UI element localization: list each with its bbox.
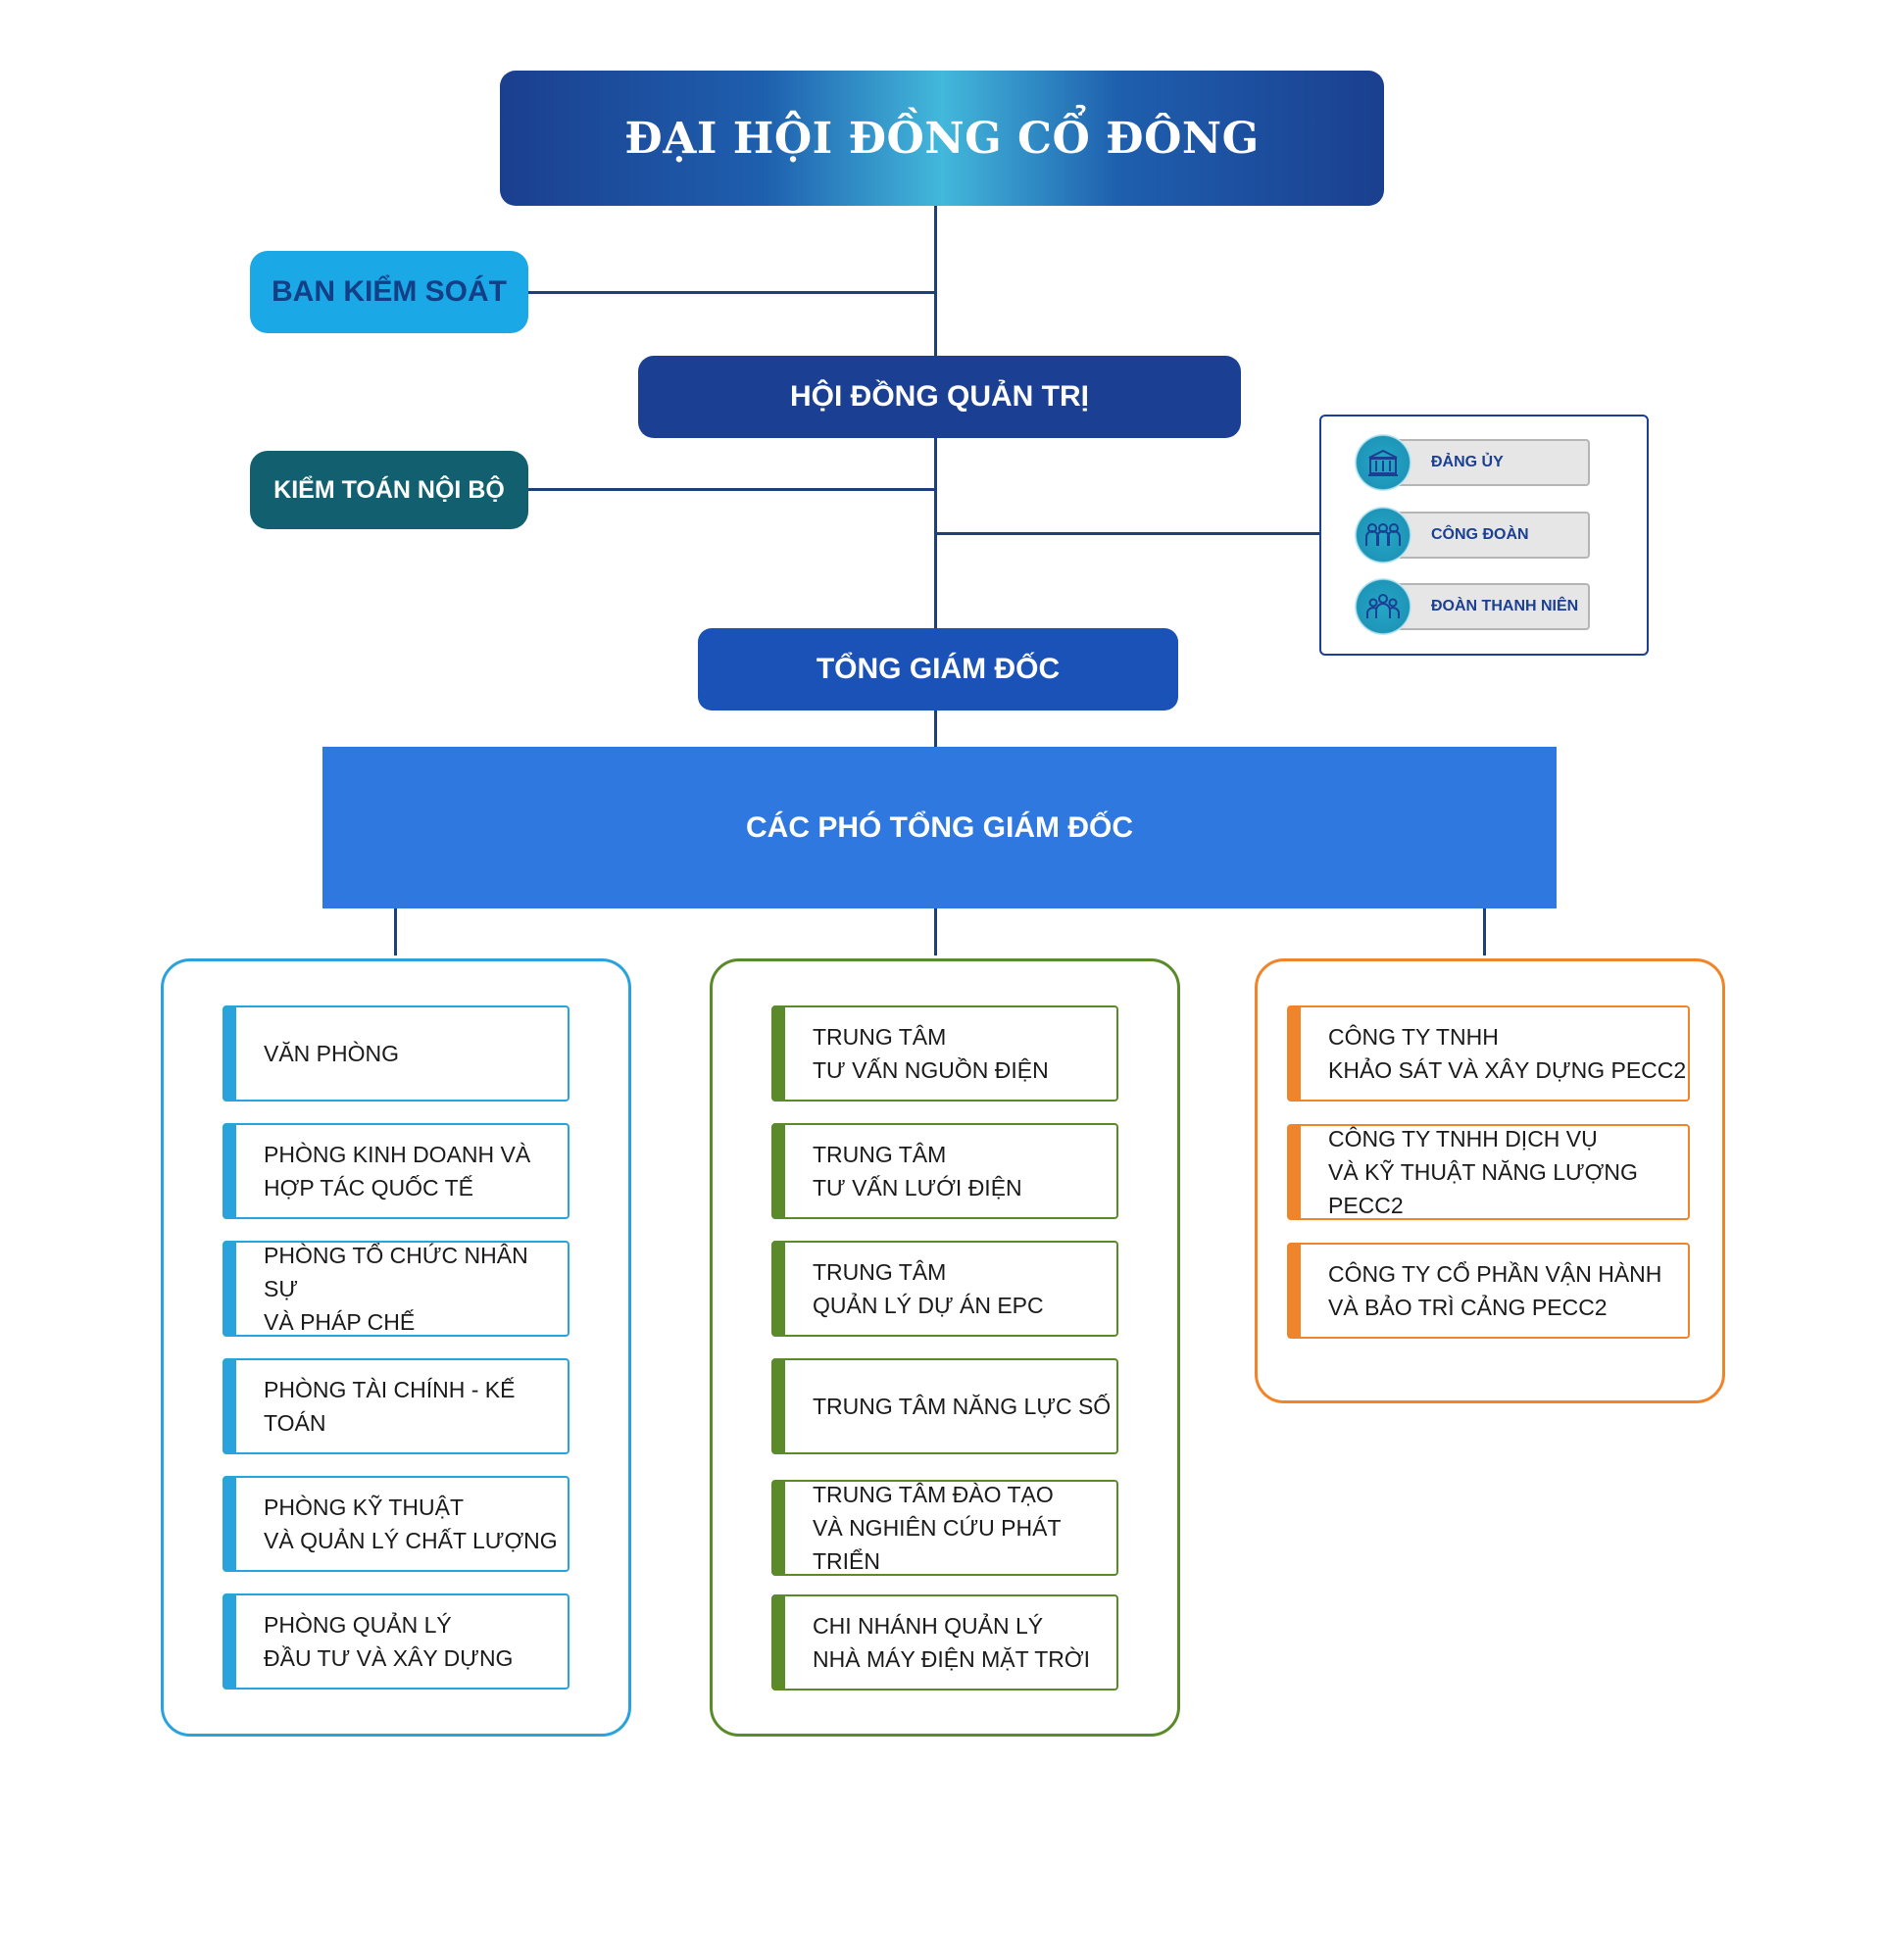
- connector-middle-group: [934, 908, 937, 956]
- node-ban-kiem-soat: BAN KIỂM SOÁT: [250, 251, 528, 333]
- org-doan-thanh-nien: ĐOÀN THANH NIÊN: [1386, 583, 1590, 630]
- group-item: PHÒNG KINH DOANH VÀ HỢP TÁC QUỐC TẾ: [223, 1123, 569, 1219]
- group-item-label: PHÒNG KỸ THUẬT VÀ QUẢN LÝ CHẤT LƯỢNG: [264, 1494, 558, 1553]
- organizations-panel: ĐẢNG ỦY CÔNG ĐOÀN ĐOÀN THANH NIÊN: [1319, 415, 1649, 656]
- group-item: CÔNG TY CỔ PHẦN VẬN HÀNH VÀ BẢO TRÌ CẢNG…: [1287, 1243, 1690, 1339]
- group-item: TRUNG TÂM TƯ VẤN LƯỚI ĐIỆN: [771, 1123, 1118, 1219]
- group-item-label: CÔNG TY TNHH KHẢO SÁT VÀ XÂY DỰNG PECC2: [1328, 1024, 1687, 1083]
- group-item-label: TRUNG TÂM NĂNG LỰC SỐ: [813, 1394, 1112, 1419]
- group-item-label: PHÒNG KINH DOANH VÀ HỢP TÁC QUỐC TẾ: [264, 1142, 531, 1200]
- group-item-label: CHI NHÁNH QUẢN LÝ NHÀ MÁY ĐIỆN MẶT TRỜI: [813, 1613, 1090, 1672]
- group-item-label: PHÒNG TÀI CHÍNH - KẾ TOÁN: [264, 1377, 516, 1436]
- node-dai-hoi-dong-co-dong: ĐẠI HỘI ĐỒNG CỔ ĐÔNG: [500, 71, 1384, 206]
- group-item: TRUNG TÂM ĐÀO TẠO VÀ NGHIÊN CỨU PHÁT TRI…: [771, 1480, 1118, 1576]
- group-item: PHÒNG TÀI CHÍNH - KẾ TOÁN: [223, 1358, 569, 1454]
- node-tong-giam-doc: TỔNG GIÁM ĐỐC: [698, 628, 1178, 710]
- group-item: TRUNG TÂM TƯ VẤN NGUỒN ĐIỆN: [771, 1005, 1118, 1102]
- connector-kiem-toan-noi-bo: [528, 488, 936, 491]
- group-item: PHÒNG TỔ CHỨC NHÂN SỰ VÀ PHÁP CHẾ: [223, 1241, 569, 1337]
- group-item: VĂN PHÒNG: [223, 1005, 569, 1102]
- group-item-label: CÔNG TY CỔ PHẦN VẬN HÀNH VÀ BẢO TRÌ CẢNG…: [1328, 1261, 1662, 1320]
- group-icon: [1355, 507, 1411, 564]
- group-item: TRUNG TÂM NĂNG LỰC SỐ: [771, 1358, 1118, 1454]
- group-item: TRUNG TÂM QUẢN LÝ DỰ ÁN EPC: [771, 1241, 1118, 1337]
- connector-main-vertical: [934, 206, 937, 747]
- group-item: PHÒNG KỸ THUẬT VÀ QUẢN LÝ CHẤT LƯỢNG: [223, 1476, 569, 1572]
- node-hoi-dong-quan-tri: HỘI ĐỒNG QUẢN TRỊ: [638, 356, 1241, 438]
- group-item: PHÒNG QUẢN LÝ ĐẦU TƯ VÀ XÂY DỰNG: [223, 1593, 569, 1690]
- building-icon: [1355, 434, 1411, 491]
- group-item: CÔNG TY TNHH KHẢO SÁT VÀ XÂY DỰNG PECC2: [1287, 1005, 1690, 1102]
- group-item-label: VĂN PHÒNG: [264, 1041, 400, 1066]
- node-cac-pho-tong-giam-doc: CÁC PHÓ TỔNG GIÁM ĐỐC: [322, 747, 1557, 908]
- org-dang-uy: ĐẢNG ỦY: [1386, 439, 1590, 486]
- group-item-label: TRUNG TÂM QUẢN LÝ DỰ ÁN EPC: [813, 1259, 1044, 1318]
- connector-ban-kiem-soat: [528, 291, 936, 294]
- group-item: CÔNG TY TNHH DỊCH VỤ VÀ KỸ THUẬT NĂNG LƯ…: [1287, 1124, 1690, 1220]
- connector-organizations: [936, 532, 1319, 535]
- connector-right-group: [1483, 908, 1486, 956]
- group-item: CHI NHÁNH QUẢN LÝ NHÀ MÁY ĐIỆN MẶT TRỜI: [771, 1594, 1118, 1690]
- org-label: ĐẢNG ỦY: [1431, 454, 1504, 470]
- group-item-label: CÔNG TY TNHH DỊCH VỤ VÀ KỸ THUẬT NĂNG LƯ…: [1328, 1126, 1638, 1218]
- org-cong-doan: CÔNG ĐOÀN: [1386, 512, 1590, 559]
- group-item-label: PHÒNG QUẢN LÝ ĐẦU TƯ VÀ XÂY DỰNG: [264, 1612, 514, 1671]
- org-label: CÔNG ĐOÀN: [1431, 526, 1529, 543]
- youth-group-icon: [1355, 578, 1411, 635]
- group-item-label: TRUNG TÂM TƯ VẤN NGUỒN ĐIỆN: [813, 1024, 1049, 1083]
- group-item-label: TRUNG TÂM ĐÀO TẠO VÀ NGHIÊN CỨU PHÁT TRI…: [813, 1482, 1062, 1574]
- node-kiem-toan-noi-bo: KIỂM TOÁN NỘI BỘ: [250, 451, 528, 529]
- group-item-label: PHÒNG TỔ CHỨC NHÂN SỰ VÀ PHÁP CHẾ: [264, 1243, 528, 1335]
- org-label: ĐOÀN THANH NIÊN: [1431, 598, 1579, 614]
- group-item-label: TRUNG TÂM TƯ VẤN LƯỚI ĐIỆN: [813, 1142, 1022, 1200]
- connector-left-group: [394, 908, 397, 956]
